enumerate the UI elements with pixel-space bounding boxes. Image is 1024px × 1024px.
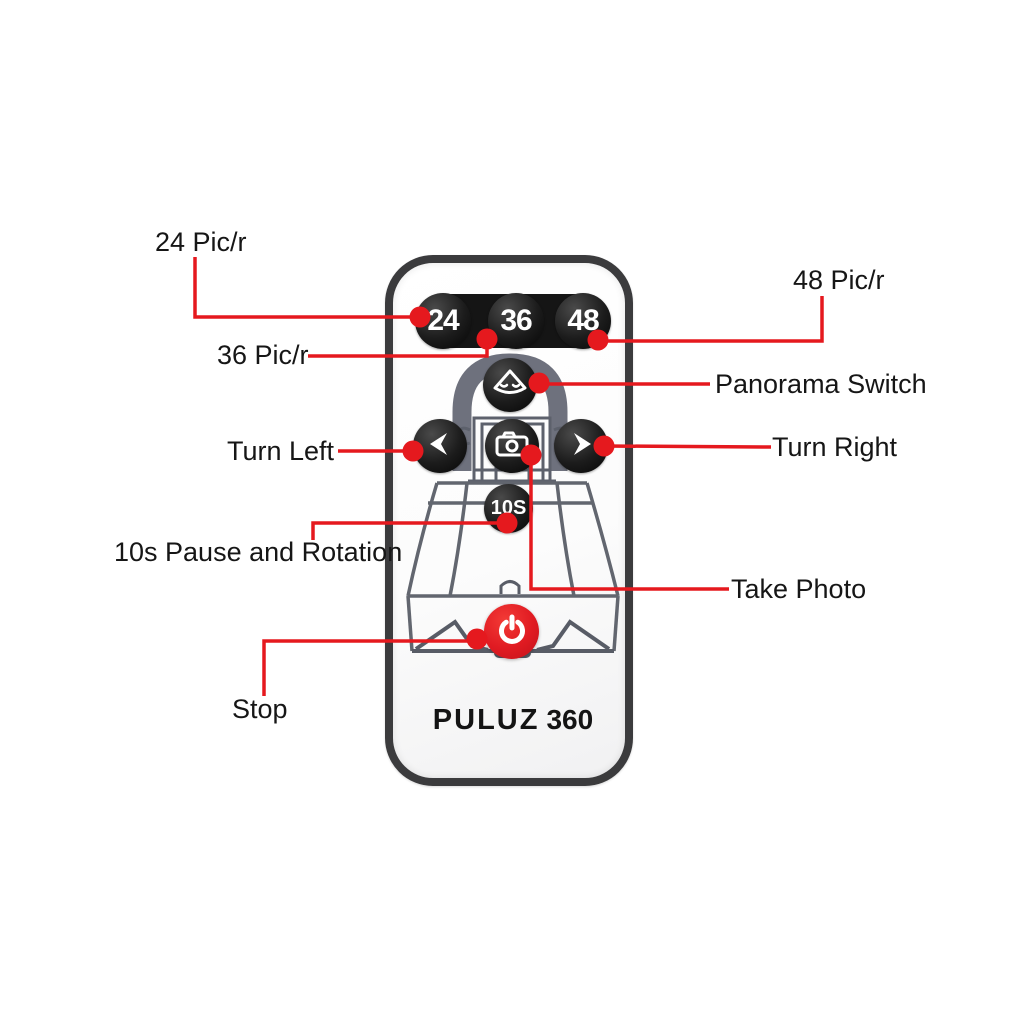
pause-10s-button[interactable]: 10S xyxy=(484,484,533,533)
label-48-pic: 48 Pic/r xyxy=(793,265,885,295)
right-arrow-icon xyxy=(566,429,596,464)
pic-24-button-label: 24 xyxy=(427,304,459,337)
camera-icon xyxy=(494,430,530,463)
label-pause-10s: 10s Pause and Rotation xyxy=(114,537,403,567)
take-photo-button[interactable] xyxy=(485,419,539,473)
pause-10s-button-label: 10S xyxy=(490,497,527,519)
label-panorama: Panorama Switch xyxy=(715,369,927,399)
pic-48-button-label: 48 xyxy=(567,304,599,337)
turn-left-button[interactable] xyxy=(413,419,467,473)
label-take-photo: Take Photo xyxy=(731,574,867,604)
label-36-pic: 36 Pic/r xyxy=(217,340,309,370)
pic-48-button[interactable]: 48 xyxy=(555,293,611,349)
label-stop: Stop xyxy=(232,694,288,724)
brand-logo-model: 360 xyxy=(546,704,594,735)
label-24-pic: 24 Pic/r xyxy=(155,227,247,257)
pic-24-button[interactable]: 24 xyxy=(415,293,471,349)
pic-36-button-label: 36 xyxy=(500,304,532,337)
panorama-switch-button[interactable] xyxy=(483,358,537,412)
label-turn-left: Turn Left xyxy=(227,436,335,466)
power-stop-button[interactable] xyxy=(484,604,539,659)
pic-36-button[interactable]: 36 xyxy=(488,293,544,349)
left-arrow-icon xyxy=(425,429,455,464)
power-icon xyxy=(495,612,529,651)
label-turn-right: Turn Right xyxy=(772,432,898,462)
panorama-triangle-icon xyxy=(491,367,529,404)
turn-right-button[interactable] xyxy=(554,419,608,473)
brand-logo-text: PULUZ xyxy=(432,704,540,736)
